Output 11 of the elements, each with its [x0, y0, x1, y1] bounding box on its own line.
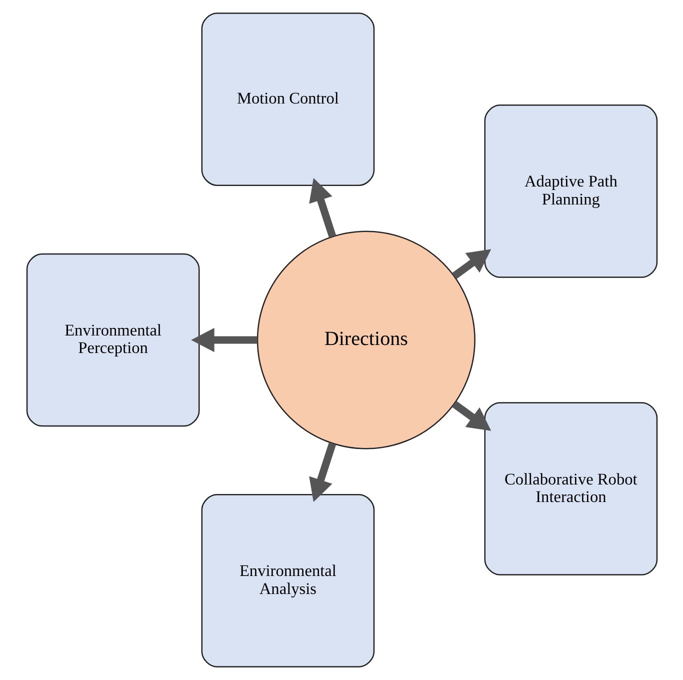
- node-circle: Directions: [256, 230, 475, 450]
- arrow: [190, 328, 257, 352]
- node-box: Adaptive Path Planning: [484, 104, 658, 278]
- arrow: [451, 249, 491, 280]
- node-box: Motion Control: [200, 12, 374, 186]
- arrow: [451, 400, 491, 431]
- node-box: Collaborative Robot Interaction: [484, 402, 658, 576]
- arrow: [308, 442, 336, 502]
- node-box: Environmental Perception: [26, 253, 200, 427]
- arrow: [308, 178, 336, 238]
- node-box: Environmental Analysis: [200, 494, 374, 668]
